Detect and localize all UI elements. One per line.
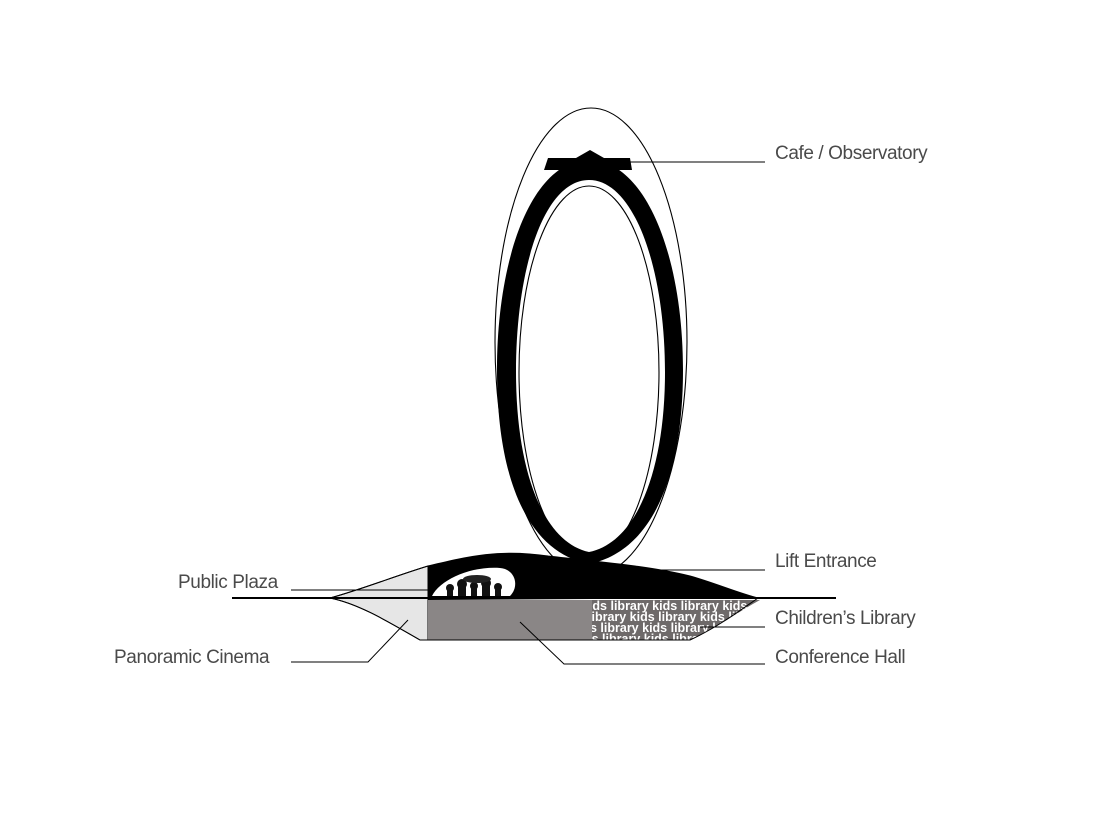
library-pattern-line: kids library kids library kids	[582, 599, 747, 613]
tower-structural-ring	[497, 160, 683, 564]
label-panoramic-cinema: Panoramic Cinema	[114, 647, 270, 668]
label-cafe-observatory: Cafe / Observatory	[775, 143, 928, 164]
label-childrens-library: Children’s Library	[775, 608, 916, 629]
label-conference-hall: Conference Hall	[775, 647, 906, 668]
base-outline	[329, 552, 760, 641]
leader-cafe	[605, 159, 765, 163]
label-public-plaza: Public Plaza	[178, 572, 278, 593]
observatory-cap	[544, 150, 632, 170]
leader-conference	[519, 621, 765, 665]
plaza-crowd	[446, 575, 502, 596]
childrens-library-volume	[592, 600, 760, 640]
library-pattern-line: ds library kids library kids lib	[584, 632, 757, 646]
tower-inner-void	[518, 185, 660, 559]
label-lift-entrance: Lift Entrance	[775, 551, 877, 572]
leader-cinema	[291, 619, 409, 663]
panoramic-cinema-volume	[329, 565, 429, 641]
library-pattern-line: library kids library kids library	[588, 610, 767, 624]
leader-lines	[291, 159, 765, 665]
library-pattern: kids library kids library kids library k…	[582, 599, 767, 646]
conference-hall-volume	[428, 600, 592, 640]
